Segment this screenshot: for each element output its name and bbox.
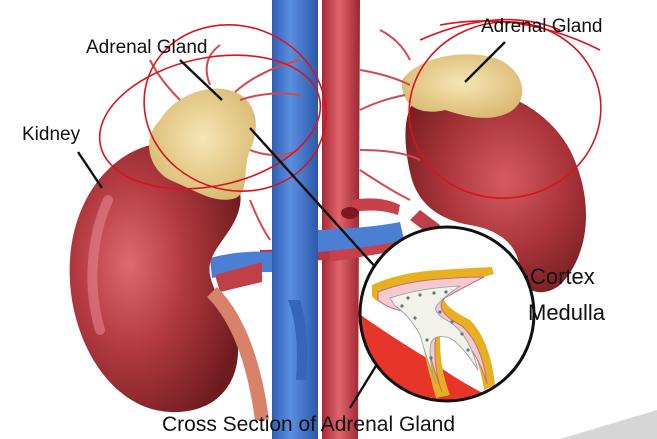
small-vessels [149, 29, 421, 241]
left-adrenal-gland [149, 88, 256, 200]
label-cross-section: Cross Section of Adrenal Gland [162, 413, 455, 436]
label-adrenal-gland-right: Adrenal Gland [481, 16, 603, 37]
label-cortex: Cortex [530, 264, 595, 289]
inset-circle-border [358, 225, 536, 403]
label-medulla: Medulla [528, 300, 606, 325]
right-adrenal-gland [401, 54, 523, 118]
left-kidney [69, 141, 269, 421]
corner-shading [560, 410, 657, 439]
inferior-vena-cava [210, 0, 404, 439]
red-annotation-circles [98, 18, 602, 199]
label-kidney: Kidney [22, 124, 81, 145]
label-adrenal-gland-left: Adrenal Gland [86, 37, 208, 58]
